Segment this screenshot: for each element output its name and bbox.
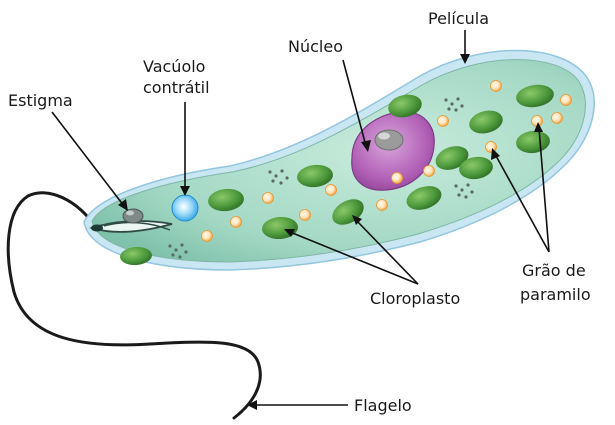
- label-grao-line1: Grão de: [522, 261, 586, 280]
- label-vacuolo-line1: Vacúolo: [143, 57, 205, 76]
- paramylon-grain: [424, 166, 435, 177]
- label-cloroplasto: Cloroplasto: [370, 289, 460, 308]
- nucleolus: [375, 130, 403, 150]
- label-estigma: Estigma: [8, 91, 73, 110]
- estigma-leader: [52, 112, 124, 206]
- label-flagelo: Flagelo: [354, 396, 412, 415]
- paramylon-grain: [438, 116, 449, 127]
- contractile-vacuole: [172, 195, 198, 221]
- label-grao-line2: paramilo: [520, 285, 591, 304]
- paramylon-grain: [491, 81, 502, 92]
- paramylon-grain: [231, 217, 242, 228]
- stigma-highlight: [126, 211, 134, 216]
- nucleolus-highlight: [378, 133, 390, 140]
- label-vacuolo-line2: contrátil: [143, 78, 210, 97]
- paramylon-grain: [377, 200, 388, 211]
- reservoir-base: [91, 225, 103, 232]
- paramylon-grain: [202, 231, 213, 242]
- stigma: [123, 209, 143, 223]
- paramylon-grain: [552, 113, 563, 124]
- label-nucleo: Núcleo: [288, 37, 343, 56]
- paramylon-grain: [561, 95, 572, 106]
- label-pelicula: Película: [428, 9, 489, 28]
- paramylon-grain: [392, 173, 403, 184]
- paramylon-grain: [326, 185, 337, 196]
- paramylon-grain: [300, 210, 311, 221]
- paramylon-grain: [263, 193, 274, 204]
